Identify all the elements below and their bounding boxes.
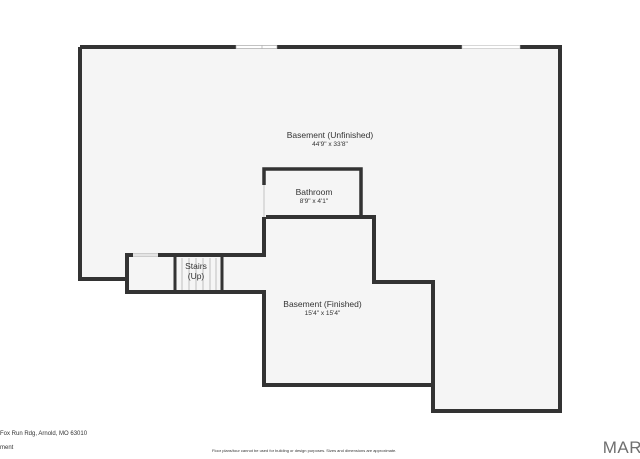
room-dimensions: 44'9" x 33'8" (312, 140, 348, 148)
stairs-name: Stairs (185, 261, 207, 271)
stairs-direction: (Up) (187, 270, 205, 281)
floor-area (80, 47, 560, 411)
room-label-basement-unfinished: Basement (Unfinished) 44'9" x 33'8" (250, 130, 410, 148)
floor-name-text: ment (0, 445, 14, 451)
room-dimensions: 15'4" x 15'4" (304, 309, 341, 317)
window-left (235, 45, 278, 49)
room-label-bathroom: Bathroom 8'9" x 4'1" (274, 187, 354, 205)
address-text: Fox Run Rdg, Arnold, MO 63010 (0, 431, 88, 437)
finished-floor (264, 217, 433, 385)
room-name: Basement (Unfinished) (286, 130, 374, 140)
stairs-floor (127, 255, 264, 292)
room-label-stairs: Stairs (Up) (171, 261, 221, 282)
stairs-walls (173, 257, 224, 292)
brand-logo-text: MAR (602, 438, 640, 457)
room-label-basement-finished: Basement (Finished) 15'4" x 15'4" (255, 299, 390, 317)
room-dimensions: 8'9" x 4'1" (299, 197, 329, 205)
disclaimer-text: Floor plans/tour cannot be used for buil… (212, 448, 397, 453)
room-name: Bathroom (295, 187, 333, 197)
room-name: Basement (Finished) (283, 299, 362, 309)
exterior-walls (78, 45, 562, 413)
stair-treads (181, 258, 217, 290)
window-right (461, 45, 521, 49)
